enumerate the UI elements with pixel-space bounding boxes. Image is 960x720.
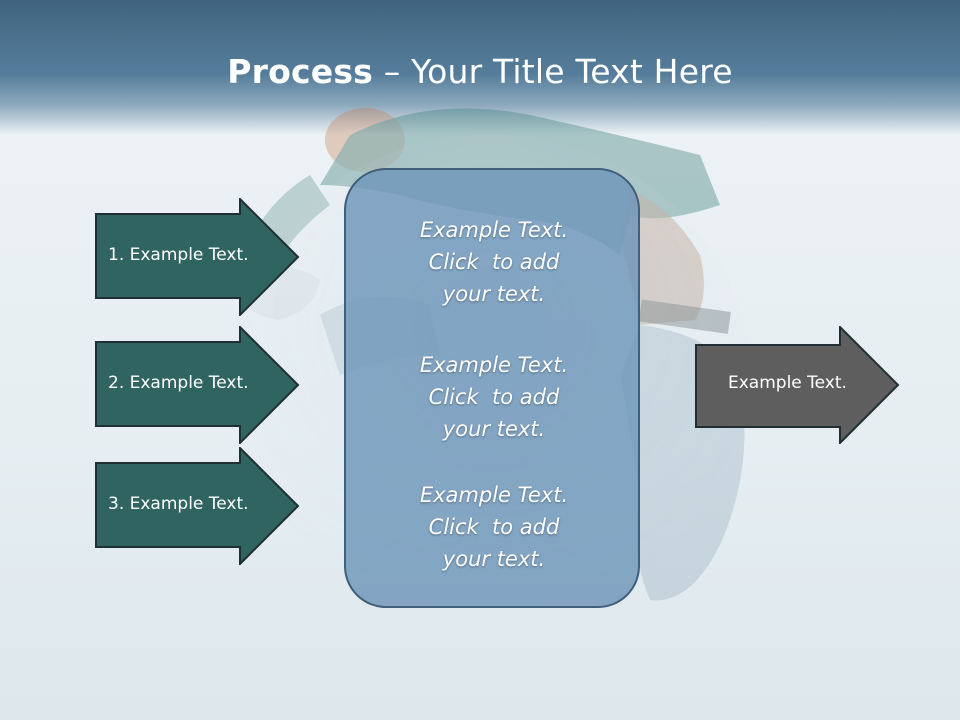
right-arrow-shape-icon [95, 326, 300, 444]
header-band [0, 0, 960, 135]
right-arrow-label: Example Text. [728, 373, 847, 393]
right-arrow-shape-icon [95, 447, 300, 565]
left-arrow-2-label: 2. Example Text. [108, 373, 249, 393]
title-bold: Process [227, 52, 374, 91]
left-arrow-2[interactable]: 2. Example Text. [95, 326, 300, 444]
center-text-block-3[interactable]: Example Text. Click to add your text. [419, 483, 569, 571]
center-text-block-2[interactable]: Example Text. Click to add your text. [419, 353, 569, 441]
left-arrow-3[interactable]: 3. Example Text. [95, 447, 300, 565]
left-arrow-3-label: 3. Example Text. [108, 494, 249, 514]
slide-title: Process – Your Title Text Here [0, 52, 960, 91]
title-rest: – Your Title Text Here [373, 52, 733, 91]
center-process-box[interactable]: Example Text. Click to add your text. Ex… [344, 168, 640, 608]
left-arrow-1[interactable]: 1. Example Text. [95, 198, 300, 316]
right-output-arrow[interactable]: Example Text. [695, 326, 900, 444]
left-arrow-1-label: 1. Example Text. [108, 245, 249, 265]
right-arrow-shape-icon [695, 326, 900, 444]
right-arrow-shape-icon [95, 198, 300, 316]
center-text-block-1[interactable]: Example Text. Click to add your text. [419, 218, 569, 306]
